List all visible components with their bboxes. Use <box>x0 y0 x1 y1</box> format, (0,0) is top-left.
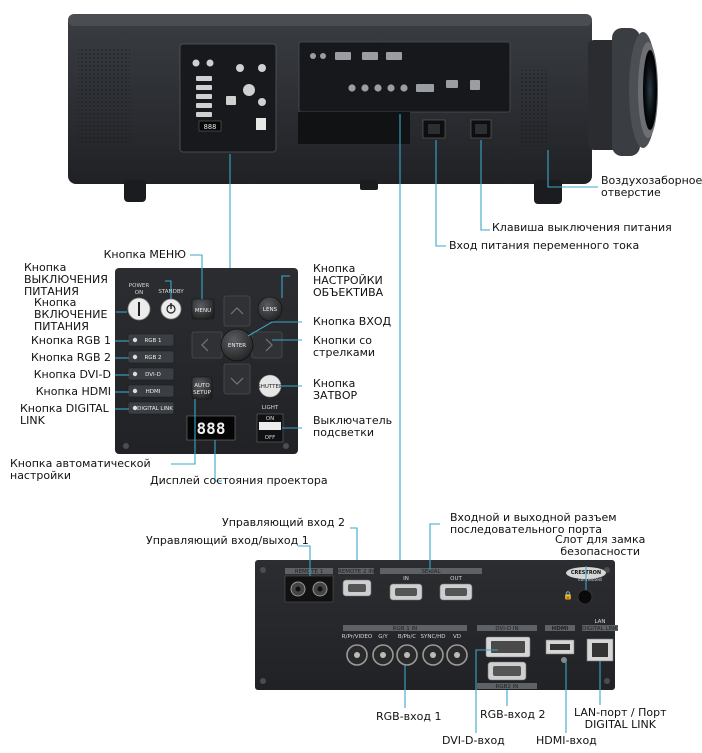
digital-link-button <box>127 401 175 415</box>
rgb2-button <box>127 350 175 364</box>
label-hdmi: Кнопка HDMI <box>35 385 111 398</box>
callout-lines <box>115 114 601 733</box>
label-light-switch: Выключатель подсветки <box>313 414 393 439</box>
label-control-in2: Управляющий вход 2 <box>222 516 345 529</box>
svg-text:VD: VD <box>453 634 461 640</box>
label-enter: Кнопка ВХОД <box>313 315 392 328</box>
label-hdmi-in: HDMI-вход <box>536 734 597 747</box>
svg-text:ON: ON <box>135 290 143 296</box>
svg-text:B/Pb/C: B/Pb/C <box>398 634 416 640</box>
svg-text:🔒: 🔒 <box>563 591 573 600</box>
svg-text:RGB2 IN: RGB2 IN <box>496 684 519 690</box>
svg-text:DIGITAL LINK: DIGITAL LINK <box>137 406 173 412</box>
air-intake <box>520 70 548 146</box>
rear-panel-closeup: REMOTE 1 REMOTE 2 IN SERIAL IN OUT 🔒 CRE… <box>255 560 618 690</box>
svg-text:OFF: OFF <box>265 435 276 441</box>
lens-button[interactable] <box>257 296 283 322</box>
enter-button[interactable] <box>220 328 254 362</box>
dvid-button <box>127 367 175 381</box>
side-grille <box>78 48 130 144</box>
svg-text:DVI-D: DVI-D <box>145 372 161 378</box>
svg-text:RGB 1: RGB 1 <box>144 338 161 344</box>
power-on-label: POWER <box>129 283 150 289</box>
label-security-slot: Слот для замка безопасности <box>555 533 646 558</box>
label-menu: Кнопка МЕНЮ <box>103 248 186 261</box>
label-air-intake: Воздухозаборное отверстие <box>601 174 702 199</box>
arrow-left-button <box>191 331 223 359</box>
hdmi-button <box>127 384 175 398</box>
arrow-down-button <box>223 363 251 395</box>
svg-text:MENU: MENU <box>195 308 211 314</box>
svg-text:LIGHT: LIGHT <box>262 405 279 411</box>
svg-text:SYNC/HD: SYNC/HD <box>420 634 445 640</box>
svg-text:AUTO: AUTO <box>194 383 210 389</box>
label-lan-port: LAN-порт / Порт DIGITAL LINK <box>574 706 667 731</box>
svg-text:HDMI: HDMI <box>552 626 569 632</box>
label-dvid-in: DVI-D-вход <box>442 734 505 747</box>
label-auto-setup: Кнопка автоматической настройки <box>10 457 151 482</box>
svg-text:connected: connected <box>578 577 602 583</box>
label-power-off: Кнопка ВЫКЛЮЧЕНИЯ ПИТАНИЯ <box>24 261 108 298</box>
svg-text:HDMI: HDMI <box>146 389 161 395</box>
svg-text:R/Pr/VIDEO: R/Pr/VIDEO <box>342 634 373 640</box>
rgb1-button <box>127 333 175 347</box>
label-lens: Кнопка НАСТРОЙКИ ОБЪЕКТИВА <box>313 262 384 299</box>
svg-text:RGB 1 IN: RGB 1 IN <box>393 626 418 632</box>
svg-text:ENTER: ENTER <box>228 343 246 349</box>
label-rgb-in2: RGB-вход 2 <box>480 708 546 721</box>
svg-text:OUT: OUT <box>450 576 462 582</box>
label-control-io1: Управляющий вход/выход 1 <box>146 534 309 547</box>
svg-text:DVI-D IN: DVI-D IN <box>495 626 518 632</box>
svg-text:REMOTE 2 IN: REMOTE 2 IN <box>338 569 374 575</box>
projector-lens <box>588 28 658 156</box>
svg-text:REMOTE 1: REMOTE 1 <box>295 569 323 575</box>
label-status-display: Дисплей состояния проектора <box>150 474 328 487</box>
input-buttons[interactable]: RGB 1 RGB 2 DVI-D HDMI DIGITAL LINK <box>127 333 175 415</box>
arrow-up-button <box>223 295 251 327</box>
auto-setup-button[interactable] <box>191 376 213 400</box>
label-serial: Входной и выходной разъем последовательн… <box>450 511 617 536</box>
menu-button[interactable] <box>191 298 215 320</box>
label-power-switch: Клавиша выключения питания <box>492 221 672 234</box>
svg-text:SERIAL: SERIAL <box>421 569 441 575</box>
svg-text:G/Y: G/Y <box>378 634 388 640</box>
svg-text:LENS: LENS <box>263 307 278 313</box>
projector-io-panel <box>298 41 511 113</box>
label-arrows: Кнопки со стрелками <box>313 334 376 359</box>
label-rgb-in1: RGB-вход 1 <box>376 710 442 723</box>
label-shutter: Кнопка ЗАТВОР <box>313 377 358 402</box>
projector-body: 888 <box>68 14 592 204</box>
svg-text:SHUTTER: SHUTTER <box>257 384 283 390</box>
label-digital-link: Кнопка DIGITAL LINK <box>20 402 109 427</box>
svg-text:SETUP: SETUP <box>193 390 211 396</box>
label-ac-in: Вход питания переменного тока <box>449 239 640 252</box>
svg-text:DIGITAL LINK: DIGITAL LINK <box>582 626 618 632</box>
arrow-right-button <box>251 331 283 359</box>
svg-text:IN: IN <box>403 576 409 582</box>
label-rgb2: Кнопка RGB 2 <box>30 351 111 364</box>
label-dvid: Кнопка DVI-D <box>33 368 111 381</box>
security-slot <box>577 589 593 605</box>
svg-text:888: 888 <box>204 123 217 131</box>
label-rgb1: Кнопка RGB 1 <box>30 334 111 347</box>
arrow-keys[interactable] <box>191 295 283 395</box>
control-panel-closeup: POWER ON STANDBY MENU LENS ENTER R <box>115 268 298 454</box>
svg-text:ON: ON <box>266 416 274 422</box>
svg-text:RGB 2: RGB 2 <box>144 355 161 361</box>
svg-text:888: 888 <box>197 419 226 438</box>
svg-text:LAN: LAN <box>594 619 605 625</box>
rgb1-bnc-ports[interactable]: R/Pr/VIDEO G/Y B/Pb/C SYNC/HD VD <box>342 634 468 666</box>
label-power-on: Кнопка ВКЛЮЧЕНИЕ ПИТАНИЯ <box>34 296 108 333</box>
